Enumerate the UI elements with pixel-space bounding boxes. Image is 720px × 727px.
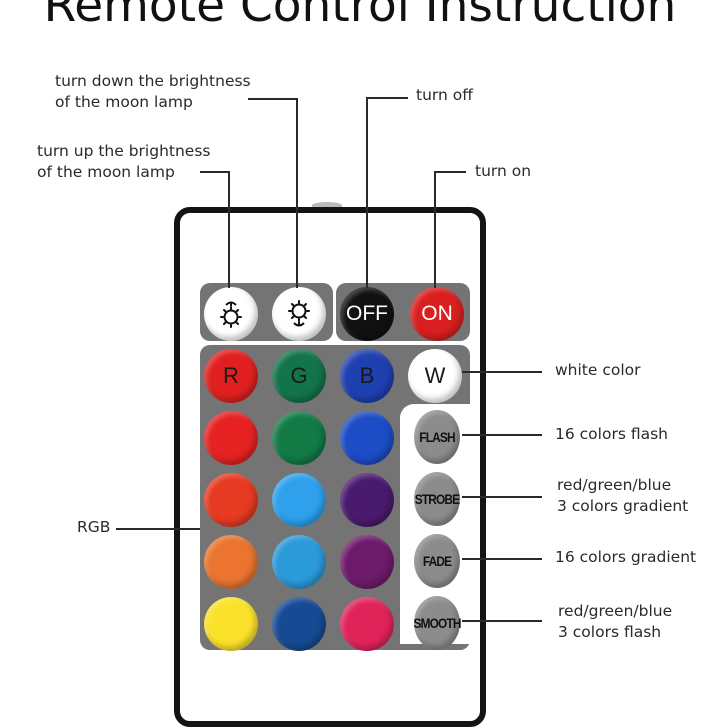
smooth-button[interactable]: SMOOTH	[413, 596, 461, 650]
color-button-r5c2[interactable]	[272, 597, 326, 651]
label-strobe: red/green/blue 3 colors gradient	[557, 476, 689, 515]
green-button[interactable]: G	[272, 349, 326, 403]
color-button-r2c1[interactable]	[204, 411, 258, 465]
label-fade: 16 colors gradient	[555, 548, 697, 566]
label-white-color: white color	[555, 361, 641, 379]
label-smooth: red/green/blue 3 colors flash	[558, 602, 673, 641]
color-button-r3c2[interactable]	[272, 473, 326, 527]
leader-rgb	[116, 528, 200, 530]
color-button-r3c1[interactable]	[204, 473, 258, 527]
strobe-button[interactable]: STROBE	[414, 472, 460, 526]
leader-on-h	[434, 171, 466, 173]
remote-nub	[312, 202, 342, 209]
leader-brightness-up-v	[228, 171, 230, 288]
leader-flash	[462, 434, 542, 436]
leader-off-h	[366, 97, 408, 99]
color-button-r2c3[interactable]	[340, 411, 394, 465]
page-title: Remote Control Instruction	[43, 0, 677, 33]
leader-strobe	[462, 496, 542, 498]
color-button-r4c1[interactable]	[204, 535, 258, 589]
leader-brightness-down-h	[248, 98, 298, 100]
label-turn-on: turn on	[475, 162, 532, 180]
leader-on-v	[434, 171, 436, 288]
white-button[interactable]: W	[408, 349, 462, 403]
brightness-up-button[interactable]	[204, 287, 258, 341]
fade-button[interactable]: FADE	[414, 534, 460, 588]
blue-button[interactable]: B	[340, 349, 394, 403]
leader-smooth	[462, 620, 542, 622]
leader-brightness-up-h	[200, 171, 230, 173]
label-turn-off: turn off	[416, 86, 473, 104]
label-brightness-down: turn down the brightness of the moon lam…	[55, 72, 251, 111]
sun-down-icon	[288, 300, 310, 327]
leader-white	[462, 371, 542, 373]
color-button-r4c3[interactable]	[340, 535, 394, 589]
brightness-down-button[interactable]	[272, 287, 326, 341]
color-button-r4c2[interactable]	[272, 535, 326, 589]
sun-up-icon	[220, 301, 242, 328]
label-flash: 16 colors flash	[555, 425, 668, 443]
leader-brightness-down-v	[296, 98, 298, 288]
on-button[interactable]: ON	[410, 287, 464, 341]
leader-off-v	[366, 97, 368, 288]
red-button[interactable]: R	[204, 349, 258, 403]
flash-button[interactable]: FLASH	[414, 410, 460, 464]
color-button-r3c3[interactable]	[340, 473, 394, 527]
color-button-r2c2[interactable]	[272, 411, 326, 465]
leader-fade	[462, 558, 542, 560]
label-rgb: RGB	[77, 518, 111, 536]
color-button-r5c1[interactable]	[204, 597, 258, 651]
color-button-r5c3[interactable]	[340, 597, 394, 651]
label-brightness-up: turn up the brightness of the moon lamp	[37, 142, 211, 181]
off-button[interactable]: OFF	[340, 287, 394, 341]
